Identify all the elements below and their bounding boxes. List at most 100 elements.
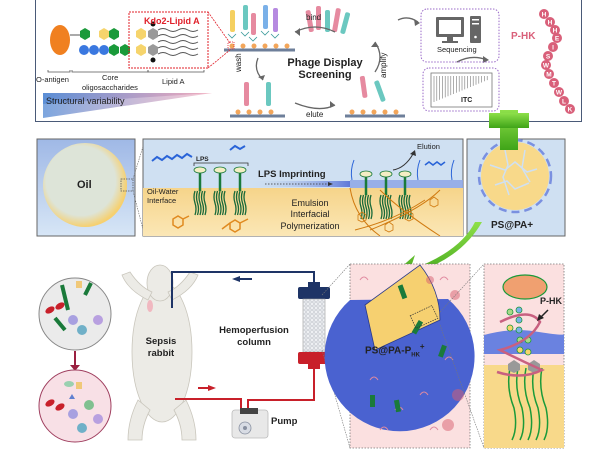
phage-display-title: Phage Display Screening <box>280 57 370 81</box>
lps-molecule-tail <box>403 194 407 220</box>
analysis-boxes <box>420 8 500 112</box>
hemoperfusion-label: Hemoperfusion <box>219 325 289 336</box>
itc-box <box>422 67 500 112</box>
rabbit <box>121 264 199 441</box>
sugar-blue <box>99 45 109 55</box>
lps-molecule-tail <box>193 190 197 216</box>
polymerization-label: Emulsion Interfacial Polymerization <box>270 198 350 232</box>
lps-molecule-tail <box>223 190 227 216</box>
pump <box>231 408 269 439</box>
lps-imprinting-label: LPS Imprinting <box>258 169 326 180</box>
lps-molecule-tail <box>238 190 242 216</box>
peptide-bead <box>545 17 555 27</box>
o-antigen-label: O-antigen <box>36 75 69 84</box>
peptide-bead <box>559 96 569 106</box>
lps-molecule-tail <box>235 190 240 216</box>
peptide-residue-label: H <box>542 11 547 18</box>
lps-molecule-tail <box>218 190 222 216</box>
elution-label: Elution <box>417 142 440 151</box>
down-arrow-icon <box>70 365 80 371</box>
itc-label: ITC <box>461 97 473 104</box>
lps-molecule-tail <box>220 190 225 216</box>
kdo2-box <box>128 11 209 69</box>
peptide-bead <box>552 33 562 43</box>
peptide-residue-label: H <box>548 19 553 26</box>
particle-panel <box>321 263 475 449</box>
phage-cycle <box>207 5 489 118</box>
polymerization-line1: Emulsion <box>291 198 329 208</box>
computer-icon <box>436 16 481 43</box>
phage-title-line2: Screening <box>298 68 352 81</box>
flow-arrow-right-icon <box>208 385 216 391</box>
middle-panel <box>36 138 566 238</box>
peptide-residue-label: K <box>568 106 573 113</box>
lps-structure <box>43 11 212 118</box>
lps-molecule-head <box>213 166 227 174</box>
hemoperfusion-column <box>298 282 330 369</box>
lps-molecule-tail <box>405 194 410 220</box>
glcn-gray <box>148 28 158 40</box>
lipid-chains <box>157 28 199 56</box>
peptide-bead <box>543 51 553 61</box>
polymerization-line3: Polymerization <box>280 220 340 231</box>
lps-molecule-head <box>379 170 393 178</box>
lps-molecule-tail <box>389 194 393 220</box>
column-label: column <box>237 337 271 349</box>
phage-title-line1: Phage Display <box>287 57 363 69</box>
peptide-residue-label: H <box>553 27 558 34</box>
elute-step-label: elute <box>306 110 324 119</box>
lps-molecule-tail <box>195 190 200 216</box>
lps-molecule-tail <box>384 194 388 220</box>
kdo-yellow <box>136 28 146 40</box>
sugar-blue <box>79 45 89 55</box>
lps-molecule-tail <box>243 190 247 216</box>
lps-molecule-head <box>398 170 412 178</box>
interface-label-line1: Oil-Water <box>147 187 179 196</box>
peptide-bead <box>544 69 554 79</box>
peptide-residue-label: T <box>552 80 556 87</box>
peptide-residue-label: L <box>562 98 566 105</box>
binding-peptide-label: P-HK <box>540 296 562 306</box>
lps-molecule-tail <box>359 194 363 220</box>
lps-molecule-tail <box>213 190 217 216</box>
rabbit-label: rabbit <box>147 348 175 360</box>
interface-label-line2: Interface <box>147 196 177 205</box>
particle-label-sup: + <box>419 342 425 351</box>
lps-label: LPS <box>196 156 209 163</box>
peptide-residue-label: I <box>552 44 554 51</box>
particle-label-main: PS@PA-P <box>365 345 412 357</box>
pump-label: Pump <box>271 416 298 427</box>
polymerization-line2: Interfacial <box>290 209 330 220</box>
core-oligosaccharides-label: oligosaccharides <box>82 83 138 92</box>
sugar-green <box>109 44 119 56</box>
peptide-name-label: P-HK <box>511 31 536 42</box>
particle-label-sub: HK <box>411 352 420 359</box>
peptide-residue-label: S <box>546 53 551 60</box>
lps-molecule-tail <box>379 194 383 220</box>
lps-molecule-tail <box>240 190 245 216</box>
lipid-a-label: Lipid A <box>162 77 185 86</box>
peptide-bead <box>548 42 558 52</box>
blood-after <box>38 369 112 443</box>
sepsis-rabbit-label: Sepsis rabbit <box>143 336 179 361</box>
o-antigen-ellipse <box>50 25 70 55</box>
hemoperfusion-column-label: Hemoperfusion column <box>214 325 294 350</box>
particle-label: PS@PA-PHK+ <box>365 342 425 359</box>
sugar-green <box>120 44 130 56</box>
bind-step-label: bind <box>306 13 322 22</box>
peptide-residue-label: M <box>546 71 551 78</box>
peptide-bead <box>541 60 551 70</box>
wash-step-label: wash <box>234 53 243 72</box>
lps-molecule-tail <box>203 190 207 216</box>
blood-before <box>38 277 112 351</box>
binding-panel <box>439 263 565 449</box>
lps-molecule-tail <box>198 190 202 216</box>
ps-pa-plus-label: PS@PA+ <box>491 220 534 231</box>
sugar-green <box>109 28 119 40</box>
peptide-residue-label: W <box>556 89 563 96</box>
sequencing-label: Sequencing <box>437 45 477 54</box>
peptide-bead <box>565 104 575 114</box>
peptide-bead <box>549 78 559 88</box>
oil-droplet <box>43 143 127 227</box>
